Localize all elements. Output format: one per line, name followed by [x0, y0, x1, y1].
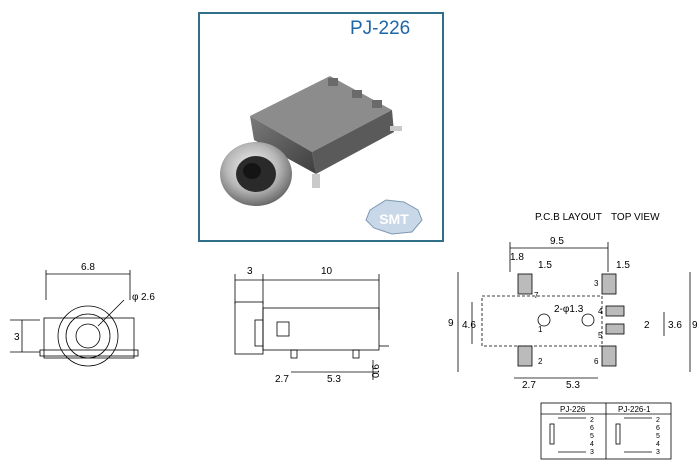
- pcb-d15a-label: 1.5: [538, 260, 552, 271]
- pcb-layout-heading: P.C.B LAYOUT: [535, 212, 602, 223]
- pcb-layout-drawing: 9.5 1.8 1.5 1.5 9 4.6 2-φ1.3 2 3.6 9 2.7…: [448, 236, 698, 391]
- jack-photo-illustration: SMT: [220, 76, 423, 235]
- pcb-h9-right-label: 9: [692, 320, 698, 331]
- schematic-pin-label: 4: [590, 441, 594, 448]
- pcb-d18-label: 1.8: [510, 252, 524, 263]
- smt-badge-text: SMT: [379, 211, 409, 227]
- pcb-pin-label: 5: [598, 331, 603, 340]
- front-view-drawing: 6.8 φ 2.6 3: [10, 262, 155, 367]
- front-height-label: 3: [14, 332, 20, 343]
- pcb-d15b-label: 1.5: [616, 260, 630, 271]
- schematic-pin-label: 2: [656, 417, 660, 424]
- pcb-h2-label: 2: [644, 320, 650, 331]
- jack-bump: [328, 78, 338, 86]
- side-view-drawing: 3 10 2.7 5.3 0.6: [234, 266, 389, 385]
- jack-pin: [312, 174, 320, 188]
- side-length-label: 10: [321, 266, 333, 277]
- side-pin-label: 0.6: [371, 364, 382, 378]
- schematic-pin-label: 6: [590, 425, 594, 432]
- product-photo-frame: SMT: [198, 12, 444, 242]
- schematic-pin-label: 3: [590, 449, 594, 456]
- schematic-table: PJ-226 PJ-226-1 2 6 5 4 3 2 6 5 4 3: [540, 402, 672, 460]
- pcb-b53-label: 5.3: [566, 380, 580, 391]
- schematic-pin-label: 6: [656, 425, 660, 432]
- jack-pin: [390, 126, 402, 131]
- pcb-pad: [605, 323, 625, 335]
- front-diameter-symbol: φ: [132, 292, 139, 303]
- pcb-pin-label: 7: [534, 291, 539, 300]
- pcb-pin-label: 1: [538, 325, 543, 334]
- side-d2-label: 5.3: [327, 374, 341, 385]
- pcb-pad: [517, 273, 533, 295]
- pcb-pin-label: 4: [598, 307, 603, 316]
- jack-body-front: [250, 116, 316, 174]
- schematic-right-title: PJ-226-1: [618, 405, 651, 414]
- pcb-pin-label: 3: [594, 279, 599, 288]
- pcb-h9-left-label: 9: [448, 318, 454, 329]
- jack-bump: [352, 90, 362, 98]
- schematic-pin-label: 5: [656, 433, 660, 440]
- schematic-pin-label: 5: [590, 433, 594, 440]
- pcb-pad: [605, 305, 625, 317]
- jack-hole: [243, 163, 261, 179]
- pcb-pad: [601, 345, 617, 367]
- front-diameter-label: 2.6: [141, 292, 155, 303]
- front-width-label: 6.8: [81, 262, 95, 273]
- pcb-pin-label: 2: [538, 357, 543, 366]
- smt-badge: [365, 199, 423, 235]
- pcb-pad: [517, 345, 533, 367]
- model-title: PJ-226: [350, 18, 411, 39]
- side-front-label: 3: [247, 266, 253, 277]
- pcb-pin-label: 6: [594, 357, 599, 366]
- pcb-h46-label: 4.6: [462, 320, 476, 331]
- schematic-pin-label: 2: [590, 417, 594, 424]
- jack-body-right: [312, 110, 394, 174]
- pcb-h36-label: 3.6: [668, 320, 682, 331]
- top-view-heading: TOP VIEW: [611, 212, 660, 223]
- pcb-pad: [601, 273, 617, 295]
- pcb-hole-label: 2-φ1.3: [554, 304, 584, 315]
- schematic-left-title: PJ-226: [560, 405, 586, 414]
- side-d1-label: 2.7: [275, 374, 289, 385]
- schematic-pin-label: 3: [656, 449, 660, 456]
- pcb-b27-label: 2.7: [522, 380, 536, 391]
- pcb-width-label: 9.5: [550, 236, 564, 247]
- schematic-pin-label: 4: [656, 441, 660, 448]
- jack-bump: [372, 100, 382, 108]
